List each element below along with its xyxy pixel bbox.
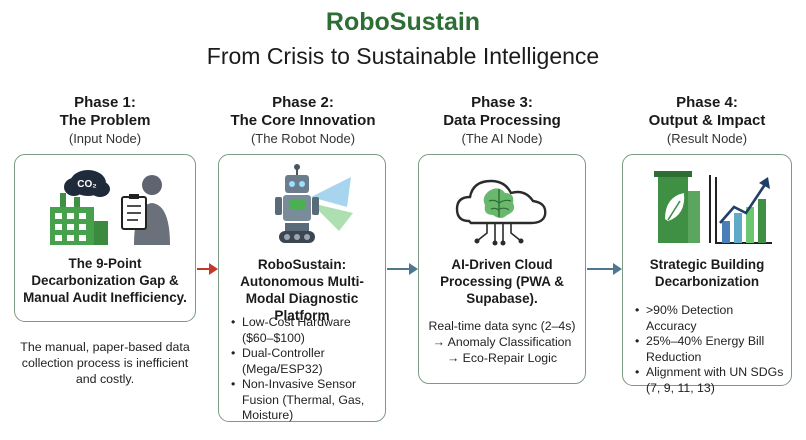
list-item: Non-Invasive Sensor Fusion (Thermal, Gas…: [231, 377, 379, 424]
phase-2-card: RoboSustain: Autonomous Multi-Modal Diag…: [218, 154, 386, 422]
phase-1-card: CO₂ The 9-Point Decarbonization Gap & Ma…: [14, 154, 196, 322]
phase-2-label: Phase 2:: [272, 94, 334, 111]
arrow-phase-3-to-4: [587, 263, 622, 275]
phase-2-heading: Phase 2: The Core Innovation (The Robot …: [208, 94, 398, 147]
list-item: Low-Cost Hardware ($60–$100): [231, 315, 379, 346]
phase-3-heading: Phase 3: Data Processing (The AI Node): [407, 94, 597, 147]
phase-3-name: Data Processing: [443, 112, 561, 129]
phase-4-name: Output & Impact: [648, 112, 766, 129]
phase-4-label: Phase 4:: [676, 94, 738, 111]
phase-3-label: Phase 3:: [471, 94, 533, 111]
list-item: Alignment with UN SDGs (7, 9, 11, 13): [635, 365, 785, 396]
phase-1-name: The Problem: [59, 112, 151, 129]
list-item: >90% Detection Accuracy: [635, 303, 785, 334]
phase-4-impact-list: >90% Detection Accuracy 25%–40% Energy B…: [635, 303, 785, 396]
svg-text:CO₂: CO₂: [77, 179, 96, 190]
phase-1-label: Phase 1:: [74, 94, 136, 111]
green-building-chart-icon: [623, 163, 791, 247]
phase-1-card-title: The 9-Point Decarbonization Gap & Manual…: [23, 256, 187, 305]
phase-4-heading: Phase 4: Output & Impact (Result Node): [612, 94, 802, 147]
diagram-title: RoboSustain: [325, 8, 481, 36]
phase-3-card: AI-Driven Cloud Processing (PWA & Supaba…: [418, 154, 586, 384]
phase-2-card-title: RoboSustain: Autonomous Multi-Modal Diag…: [240, 257, 364, 323]
phase-4-node: (Result Node): [666, 131, 748, 146]
arrow-phase-1-to-2: [197, 263, 218, 275]
phase-2-node: (The Robot Node): [250, 131, 356, 146]
phase-1-description: The manual, paper-based data collection …: [20, 340, 190, 386]
phase-4-card-title: Strategic Building Decarbonization: [649, 257, 765, 289]
phase-1-node: (Input Node): [68, 131, 142, 146]
list-item: 25%–40% Energy Bill Reduction: [635, 334, 785, 365]
phase-2-feature-list: Low-Cost Hardware ($60–$100) Dual-Contro…: [231, 315, 379, 424]
list-item: Dual-Controller (Mega/ESP32): [231, 346, 379, 377]
factory-co2-auditor-icon: CO₂: [15, 163, 195, 247]
cloud-brain-icon: [419, 163, 585, 247]
phase-1-heading: Phase 1: The Problem (Input Node): [10, 94, 200, 147]
phase-3-body: Real-time data sync (2–4s) → Anomaly Cla…: [428, 319, 576, 365]
phase-4-card: Strategic Building Decarbonization >90% …: [622, 154, 792, 395]
phase-3-card-title: AI-Driven Cloud Processing (PWA & Supaba…: [440, 257, 564, 306]
diagram-subtitle: From Crisis to Sustainable Intelligence: [206, 43, 600, 69]
arrow-phase-2-to-3: [387, 263, 418, 275]
phase-3-node: (The AI Node): [461, 131, 543, 146]
phase-2-name: The Core Innovation: [230, 112, 376, 129]
robot-sensor-icon: [219, 163, 385, 247]
